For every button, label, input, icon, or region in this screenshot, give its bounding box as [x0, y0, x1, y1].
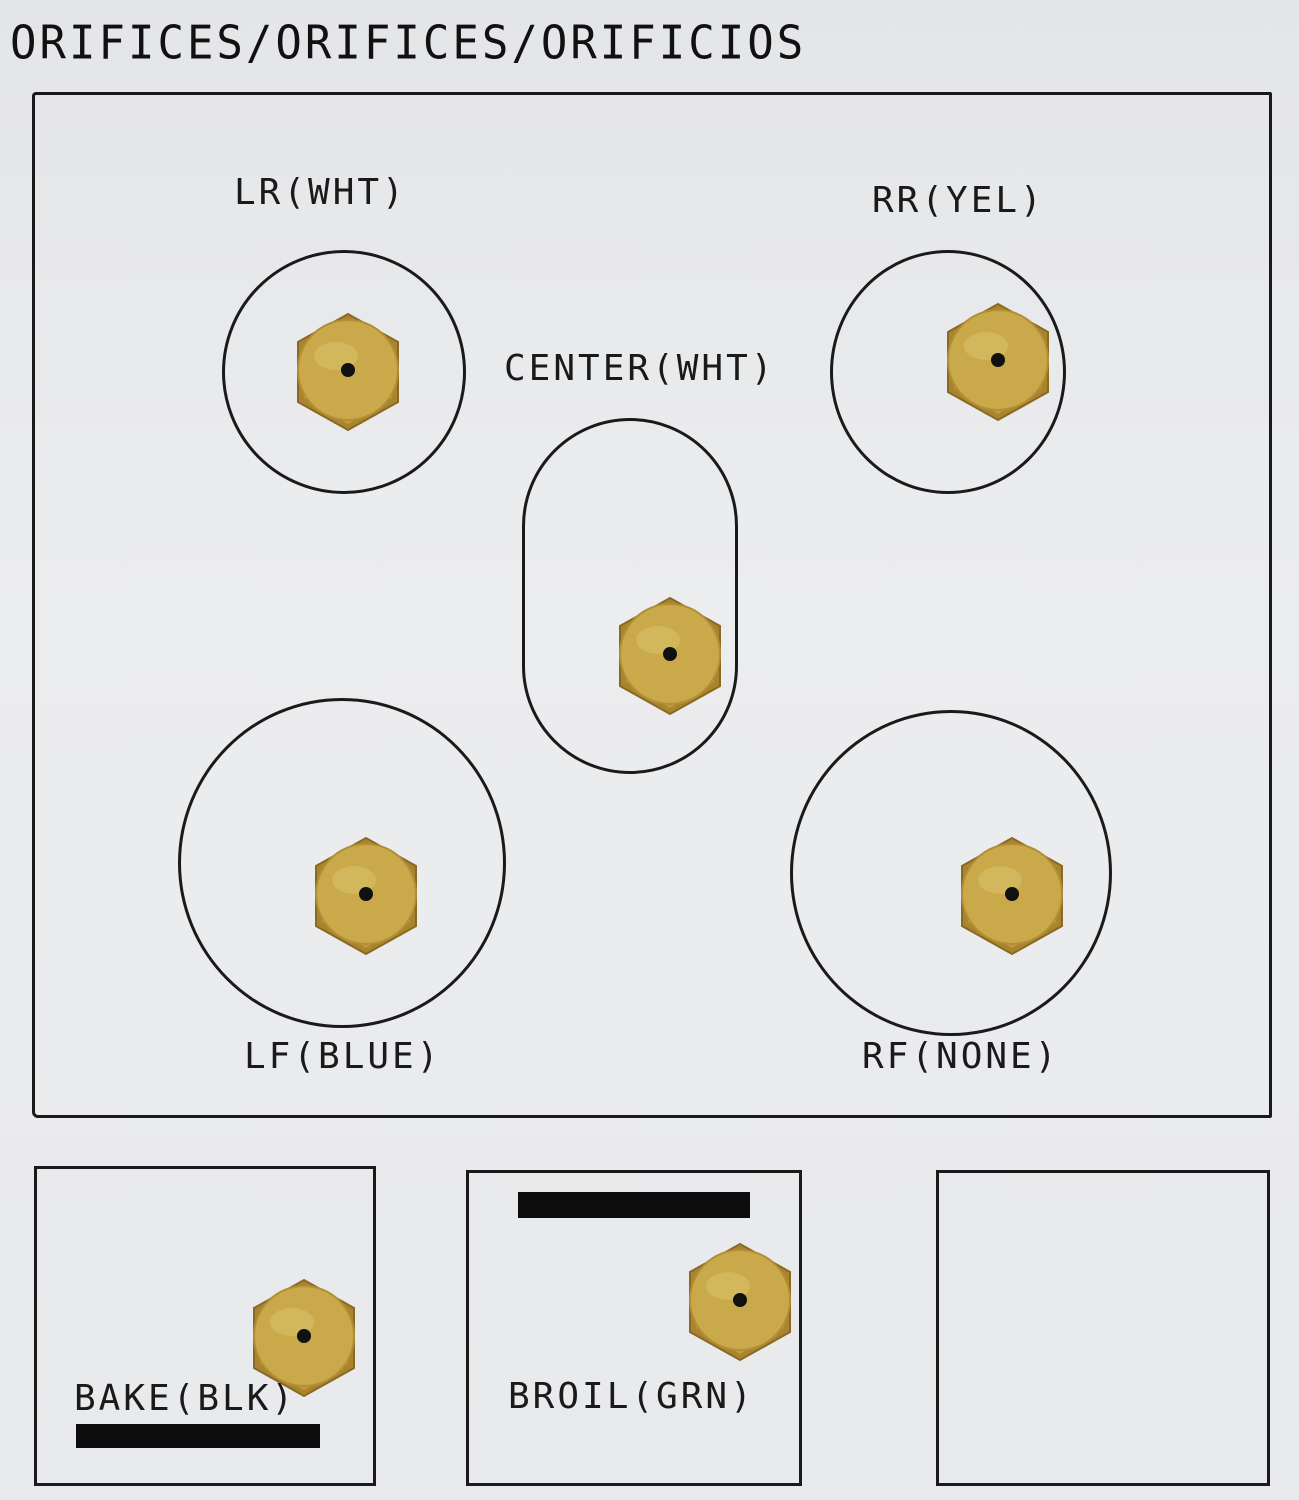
- empty-box: [936, 1170, 1270, 1486]
- bake-box: [34, 1166, 376, 1486]
- broil-orifice-icon: [674, 1236, 806, 1368]
- broil-box: [466, 1170, 802, 1486]
- lr-orifice-icon: [282, 306, 414, 438]
- rr-label: RR(YEL): [872, 180, 1045, 221]
- rf-ring: [790, 710, 1112, 1036]
- center-pill: [522, 418, 738, 774]
- bake-bar: [76, 1424, 320, 1448]
- center-label: CENTER(WHT): [504, 348, 776, 389]
- bake-label: BAKE(BLK): [74, 1378, 297, 1419]
- lr-ring: [222, 250, 466, 494]
- rf-orifice-icon: [946, 830, 1078, 962]
- lf-orifice-icon: [300, 830, 432, 962]
- lf-ring: [178, 698, 506, 1028]
- rr-ring: [830, 250, 1066, 494]
- lf-label: LF(BLUE): [244, 1036, 442, 1077]
- bake-orifice-icon: [238, 1272, 370, 1404]
- lr-label: LR(WHT): [234, 172, 407, 213]
- cooktop-panel: [32, 92, 1272, 1118]
- broil-bar: [518, 1192, 750, 1218]
- rf-label: RF(NONE): [862, 1036, 1060, 1077]
- center-orifice-icon: [604, 590, 736, 722]
- broil-label: BROIL(GRN): [508, 1376, 755, 1417]
- page-title: ORIFICES/ORIFICES/ORIFICIOS: [10, 16, 807, 71]
- rr-orifice-icon: [932, 296, 1064, 428]
